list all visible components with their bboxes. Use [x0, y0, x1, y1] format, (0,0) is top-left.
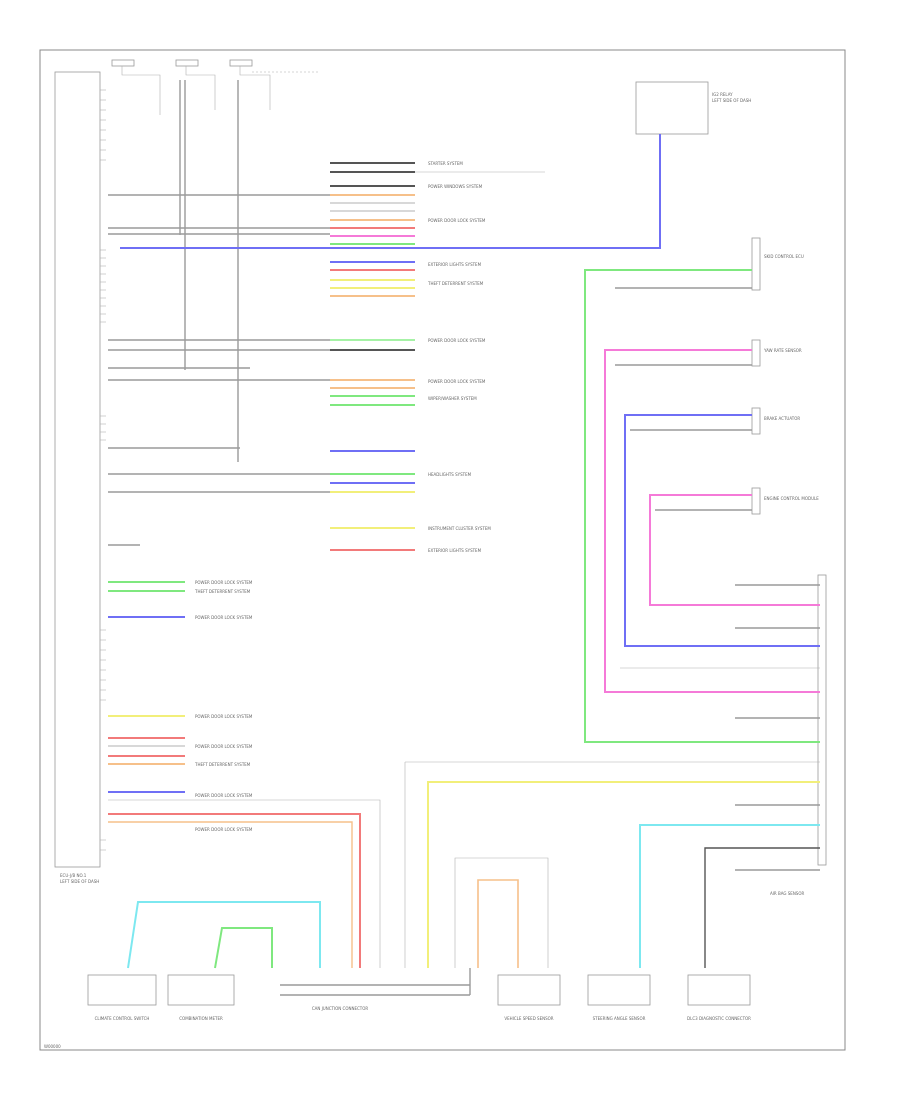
- system-label: EXTERIOR LIGHTS SYSTEM: [428, 262, 482, 267]
- connector-label: STEERING ANGLE SENSOR: [593, 1016, 646, 1021]
- bottom-connectors: CLIMATE CONTROL SWITCH COMBINATION METER…: [87, 974, 751, 1021]
- wire-cyan-loop: [127, 901, 321, 969]
- ig2-module-name: IG2 RELAY: [712, 92, 733, 97]
- system-label: POWER DOOR LOCK SYSTEM: [428, 379, 486, 384]
- right-module-label: YAW RATE SENSOR: [763, 348, 802, 353]
- system-label: POWER DOOR LOCK SYSTEM: [428, 218, 486, 223]
- system-label: HEADLIGHTS SYSTEM: [428, 472, 472, 477]
- central-module-location: LEFT SIDE OF DASH: [60, 879, 99, 884]
- right-module-label: BRAKE ACTUATOR: [764, 416, 800, 421]
- wire-yellow-down: [427, 781, 820, 968]
- ig2-module-location: LEFT SIDE OF DASH: [712, 98, 751, 103]
- wire-pink-loop: [604, 349, 820, 693]
- central-module-pins: [100, 89, 106, 851]
- wire-green-loop-bottom: [214, 927, 273, 969]
- wire-blue-ig2: [120, 134, 661, 249]
- connector-block: [167, 974, 235, 1006]
- connector-label: CAN JUNCTION CONNECTOR: [312, 1006, 369, 1011]
- colored-stubs-left: [108, 581, 185, 793]
- system-label: POWER DOOR LOCK SYSTEM: [195, 793, 253, 798]
- connector-label: VEHICLE SPEED SENSOR: [504, 1016, 553, 1021]
- wire-blue-loop: [624, 414, 820, 647]
- gray-wires-upper: [108, 194, 330, 546]
- central-module-block: [54, 71, 101, 868]
- system-label: WIPER/WASHER SYSTEM: [428, 396, 477, 401]
- system-label: THEFT DETERRENT SYSTEM: [427, 281, 484, 286]
- system-label: POWER DOOR LOCK SYSTEM: [195, 615, 253, 620]
- connector-block: [87, 974, 157, 1006]
- fuse-columns: [111, 59, 320, 462]
- right-modules: SKID CONTROL ECU YAW RATE SENSOR BRAKE A…: [751, 237, 827, 896]
- wire-orange-down: [108, 821, 353, 968]
- wire-white-loop: [454, 857, 549, 968]
- wire-red-down: [108, 813, 361, 968]
- right-module-label: AIR BAG SENSOR: [770, 891, 804, 896]
- ig2-module-block: [635, 81, 709, 135]
- connector-block: [497, 974, 561, 1006]
- wire-pink-loop-2: [649, 494, 820, 606]
- right-module-block: [751, 407, 761, 435]
- system-label: POWER DOOR LOCK SYSTEM: [428, 338, 486, 343]
- connector-label: DLC3 DIAGNOSTIC CONNECTOR: [687, 1016, 751, 1021]
- wire-green-loop: [584, 269, 820, 743]
- wire-orange-loop: [477, 879, 519, 968]
- right-module-label: ENGINE CONTROL MODULE: [764, 496, 819, 501]
- system-label: POWER DOOR LOCK SYSTEM: [195, 827, 253, 832]
- wire-white-down: [108, 799, 381, 968]
- system-label: POWER DOOR LOCK SYSTEM: [195, 744, 253, 749]
- system-label: INSTRUMENT CLUSTER SYSTEM: [428, 526, 491, 531]
- right-module-block: [751, 487, 761, 515]
- right-gray-stubs: [405, 287, 820, 871]
- system-label: THEFT DETERRENT SYSTEM: [194, 762, 251, 767]
- central-module-name: ECU-J/B NO.1: [60, 873, 87, 878]
- connector-block: [587, 974, 651, 1006]
- system-label: POWER WINDOWS SYSTEM: [428, 184, 483, 189]
- connector-label: CLIMATE CONTROL SWITCH: [95, 1016, 150, 1021]
- system-label: POWER DOOR LOCK SYSTEM: [195, 580, 253, 585]
- system-label: EXTERIOR LIGHTS SYSTEM: [428, 548, 482, 553]
- right-module-block: [751, 339, 761, 367]
- diagram-frame: [39, 49, 846, 1051]
- system-labels: STARTER SYSTEM POWER WINDOWS SYSTEM POWE…: [194, 161, 491, 832]
- system-label: THEFT DETERRENT SYSTEM: [194, 589, 251, 594]
- right-module-block: [817, 574, 827, 866]
- wire-black-down: [704, 847, 820, 968]
- wire-cyan-down: [639, 824, 820, 968]
- diagram-id: W00000: [44, 1044, 61, 1049]
- system-label: POWER DOOR LOCK SYSTEM: [195, 714, 253, 719]
- colored-stubs-middle: [330, 162, 545, 551]
- connector-label: COMBINATION METER: [179, 1016, 223, 1021]
- right-module-block: [751, 237, 761, 291]
- system-label: STARTER SYSTEM: [428, 161, 463, 166]
- connector-block: [687, 974, 751, 1006]
- right-module-label: SKID CONTROL ECU: [764, 254, 804, 259]
